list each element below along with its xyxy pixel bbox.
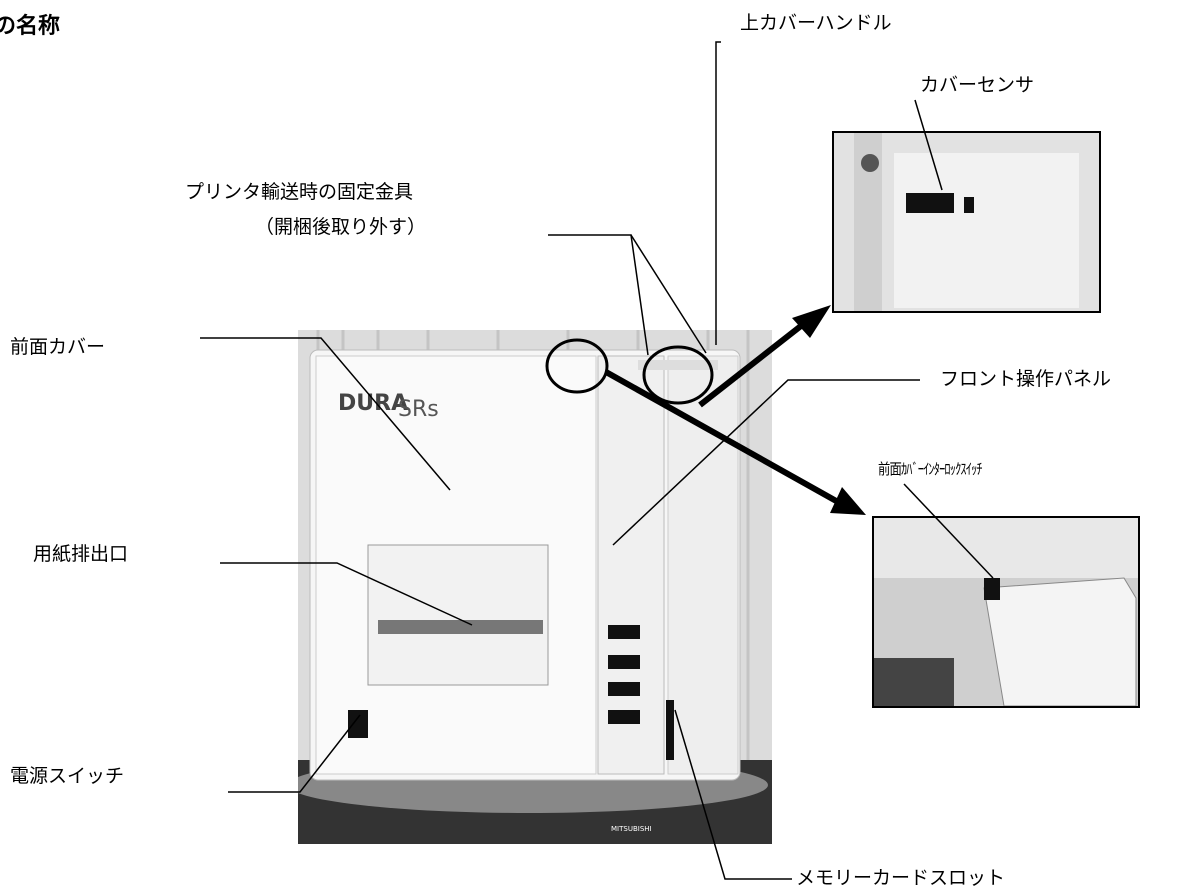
label-power-switch: 電源スイッチ [10,765,125,787]
label-memory-card-slot: メモリーカードスロット [796,867,1006,889]
label-fixing-bracket-note: （開梱後取り外す） [255,216,427,238]
label-paper-exit: 用紙排出口 [33,543,129,565]
interlock-switch-photo [874,518,1138,707]
printer-illustration: DURA SRs MITSUBISHI [298,330,772,844]
printer-photo: DURA SRs MITSUBISHI [298,330,772,844]
label-front-cover: 前面カバー [10,336,106,358]
cover-sensor-photo [834,133,1099,311]
inset-cover-sensor [832,131,1101,313]
printer-model: SRs [398,397,439,422]
label-top-cover-handle: 上カバーハンドル [740,12,892,34]
label-cover-sensor: カバーセンサ [920,74,1035,96]
label-interlock-switch: 前面ｶﾊﾞｰｲﾝﾀｰﾛｯｸｽｲｯﾁ [878,460,983,478]
brand-plate: MITSUBISHI [611,825,652,833]
label-fixing-bracket: プリンタ輸送時の固定金具 [185,181,414,203]
page-title: の名称 [0,14,61,39]
inset-interlock-switch [872,516,1140,708]
label-front-panel: フロント操作パネル [940,368,1112,390]
printer-logo: DURA [338,391,408,416]
